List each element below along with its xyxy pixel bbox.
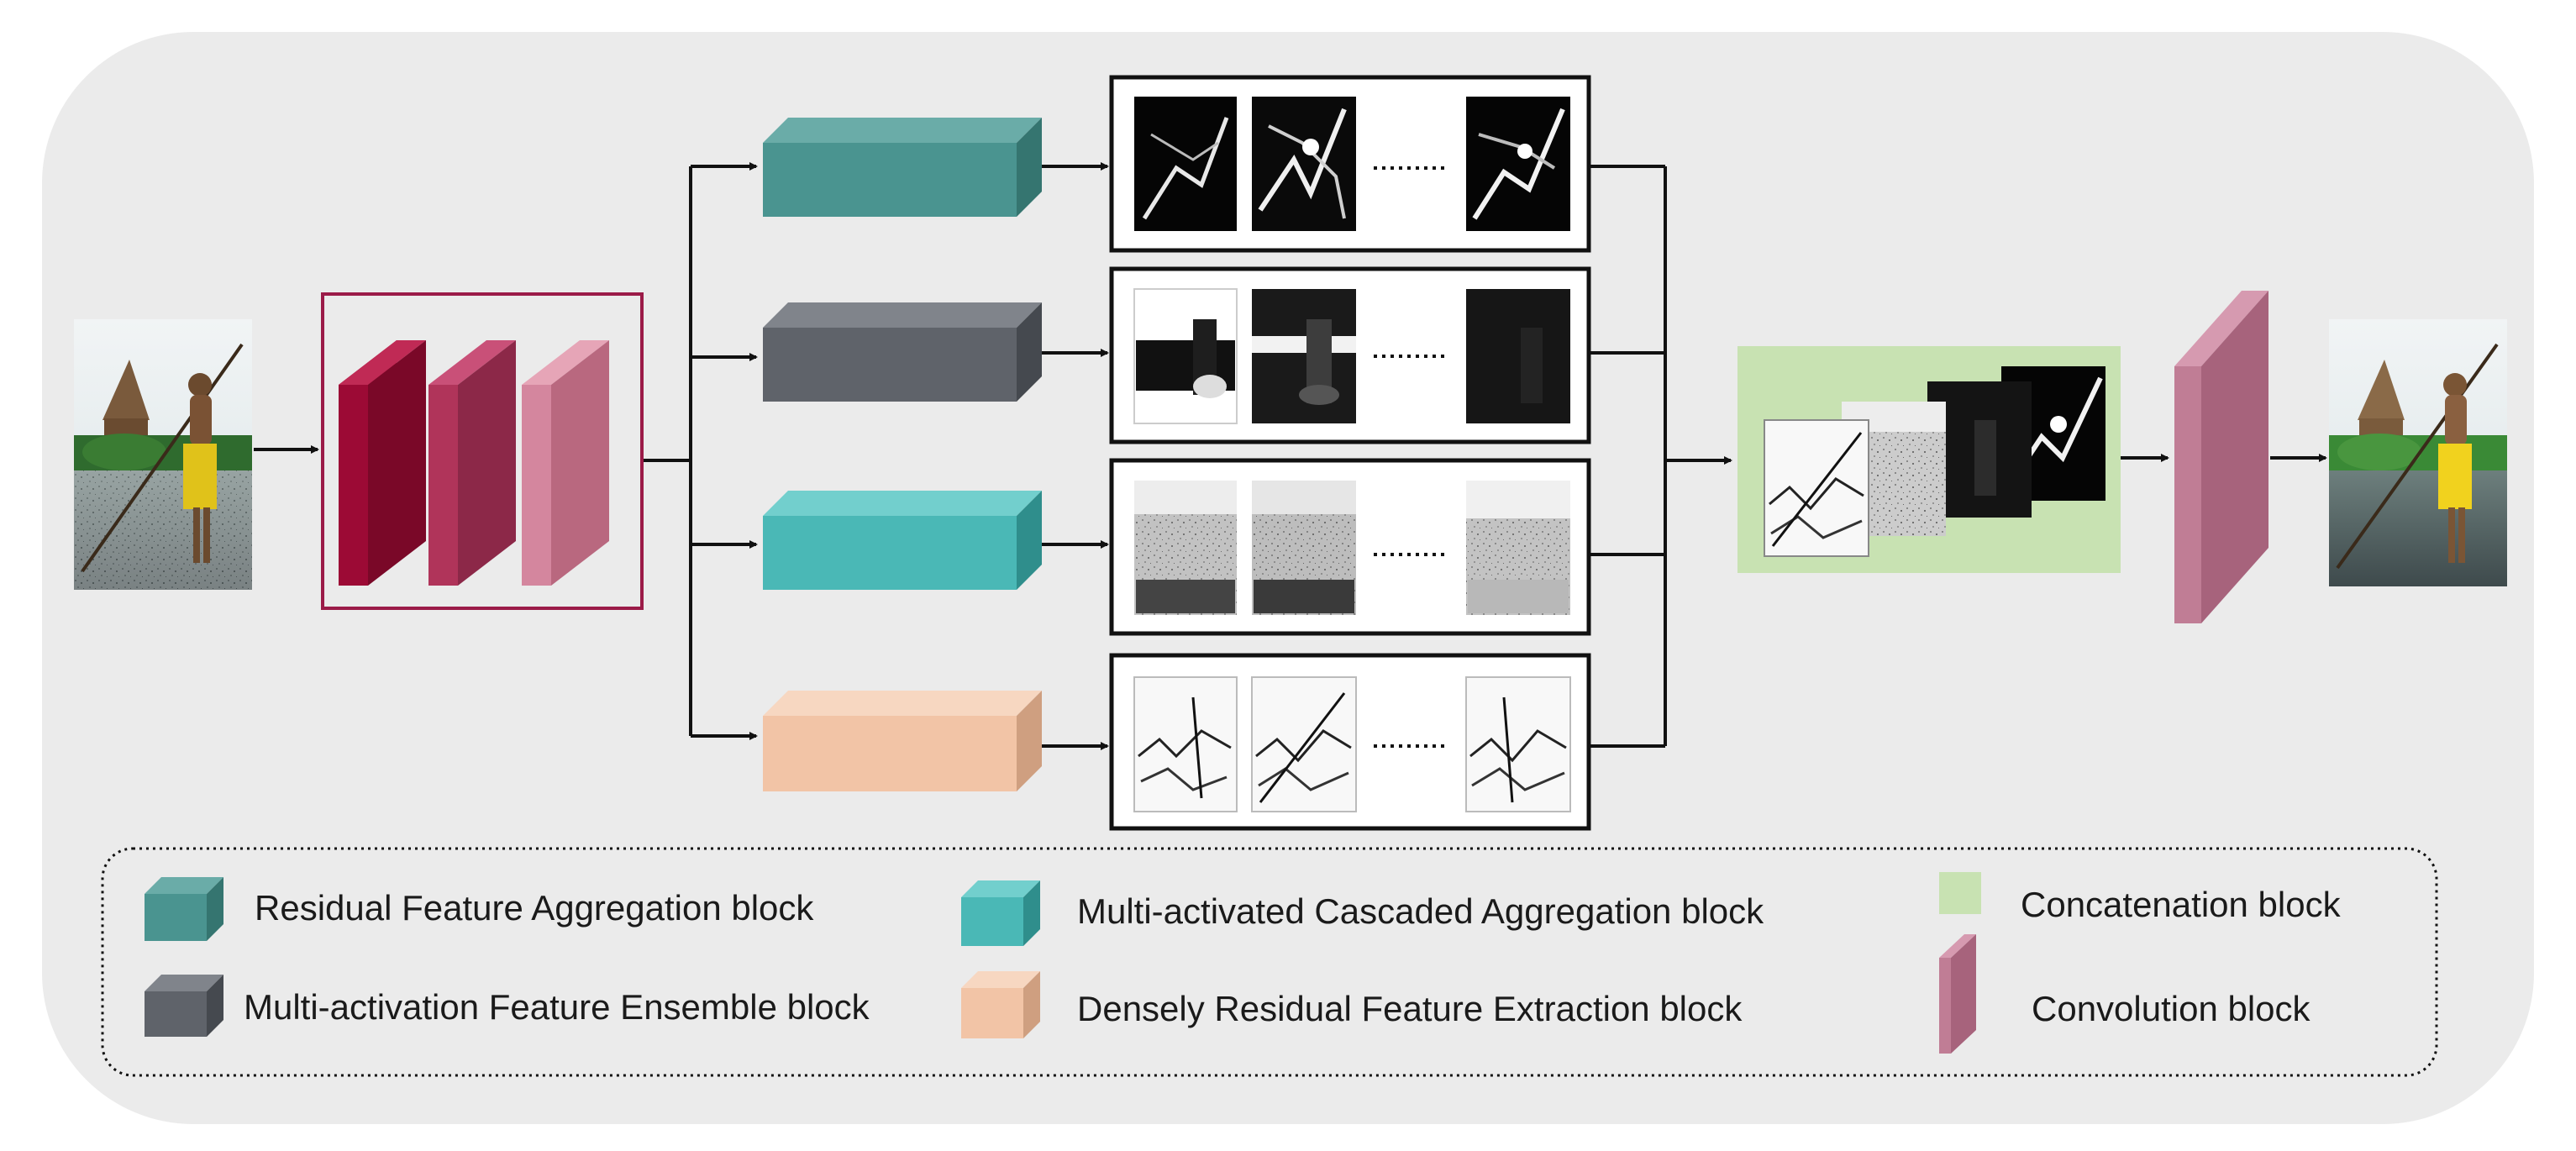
input-conv-group-frame <box>321 292 644 610</box>
output-image-icon <box>2329 319 2507 586</box>
feature-map-icon <box>1252 97 1356 231</box>
legend-swatch-densely-residual-feature-extraction <box>961 971 1040 1038</box>
feature-map-icon <box>1466 481 1570 615</box>
legend-swatch-concatenation <box>1939 872 1981 914</box>
legend-box <box>101 847 2438 1077</box>
legend-label-residual-feature-aggregation: Residual Feature Aggregation block <box>255 888 814 928</box>
feature-map-icon <box>1252 289 1356 423</box>
feature-map-icon <box>1134 97 1237 231</box>
feature-map-icon <box>1251 676 1357 812</box>
input-image-icon <box>74 319 252 590</box>
residual-feature-aggregation-block <box>763 118 1042 217</box>
input-conv-layer-1 <box>339 340 426 586</box>
input-conv-layer-3 <box>522 340 609 586</box>
concatenation-block <box>1737 346 2121 573</box>
feature-map-group-2 <box>1109 266 1591 444</box>
branch-splitter <box>644 162 758 740</box>
densely-residual-feature-extraction-block <box>763 691 1042 791</box>
legend-label-densely-residual-feature-extraction: Densely Residual Feature Extraction bloc… <box>1077 989 1743 1028</box>
feature-map-icon <box>1133 676 1238 812</box>
output-convolution-block <box>2174 291 2268 623</box>
feature-map-icon <box>1764 419 1869 557</box>
legend-swatch-convolution <box>1939 934 1976 1054</box>
legend-swatch-multi-activated-cascaded-aggregation <box>961 880 1040 946</box>
branch-merger <box>1589 165 1732 748</box>
feature-map-icon <box>1133 288 1238 424</box>
feature-map-icon <box>1252 481 1356 615</box>
legend-label-convolution: Convolution block <box>2032 989 2311 1028</box>
multi-activation-feature-ensemble-block <box>763 302 1042 402</box>
feature-map-icon <box>1466 289 1570 423</box>
feature-map-group-4 <box>1109 653 1591 831</box>
multi-activated-cascaded-aggregation-block <box>763 491 1042 590</box>
feature-map-icon <box>1134 481 1237 615</box>
feature-map-group-3 <box>1109 458 1591 636</box>
legend-label-concatenation: Concatenation block <box>2021 885 2341 924</box>
block-to-feature-arrows <box>1042 162 1109 750</box>
input-conv-layer-2 <box>428 340 516 586</box>
feature-map-icon <box>1466 97 1570 231</box>
feature-map-icon <box>1465 676 1571 812</box>
legend-swatch-multi-activation-feature-ensemble <box>145 975 223 1037</box>
legend-label-multi-activated-cascaded-aggregation: Multi-activated Cascaded Aggregation blo… <box>1077 891 1764 931</box>
feature-map-group-1 <box>1109 75 1591 253</box>
legend-label-multi-activation-feature-ensemble: Multi-activation Feature Ensemble block <box>244 987 870 1027</box>
legend-swatch-residual-feature-aggregation <box>145 877 223 941</box>
